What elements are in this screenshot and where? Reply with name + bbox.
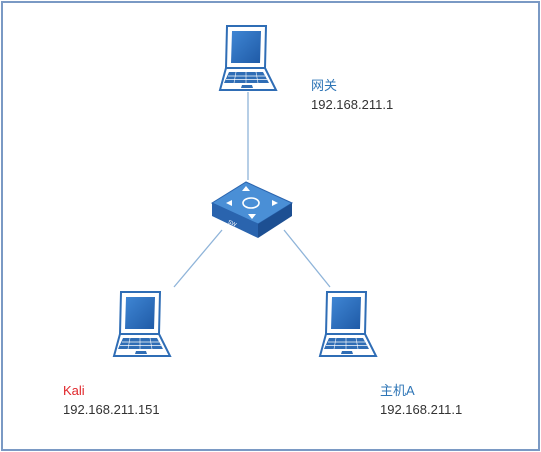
- link-switch-host-a: [283, 229, 331, 288]
- gateway-ip: 192.168.211.1: [311, 97, 394, 112]
- link-switch-kali: [173, 229, 223, 288]
- switch-badge: SW: [226, 219, 237, 229]
- kali-ip: 192.168.211.151: [63, 402, 160, 417]
- laptop-icon: [219, 25, 277, 91]
- laptop-icon: [319, 291, 377, 357]
- host-a-ip: 192.168.211.1: [380, 402, 463, 417]
- laptop-icon: [113, 291, 171, 357]
- gateway-name: 网关: [311, 78, 338, 93]
- host-a-name: 主机A: [380, 383, 415, 398]
- switch-icon: SW: [210, 181, 294, 238]
- kali-name: Kali: [63, 383, 85, 398]
- links: [173, 92, 331, 288]
